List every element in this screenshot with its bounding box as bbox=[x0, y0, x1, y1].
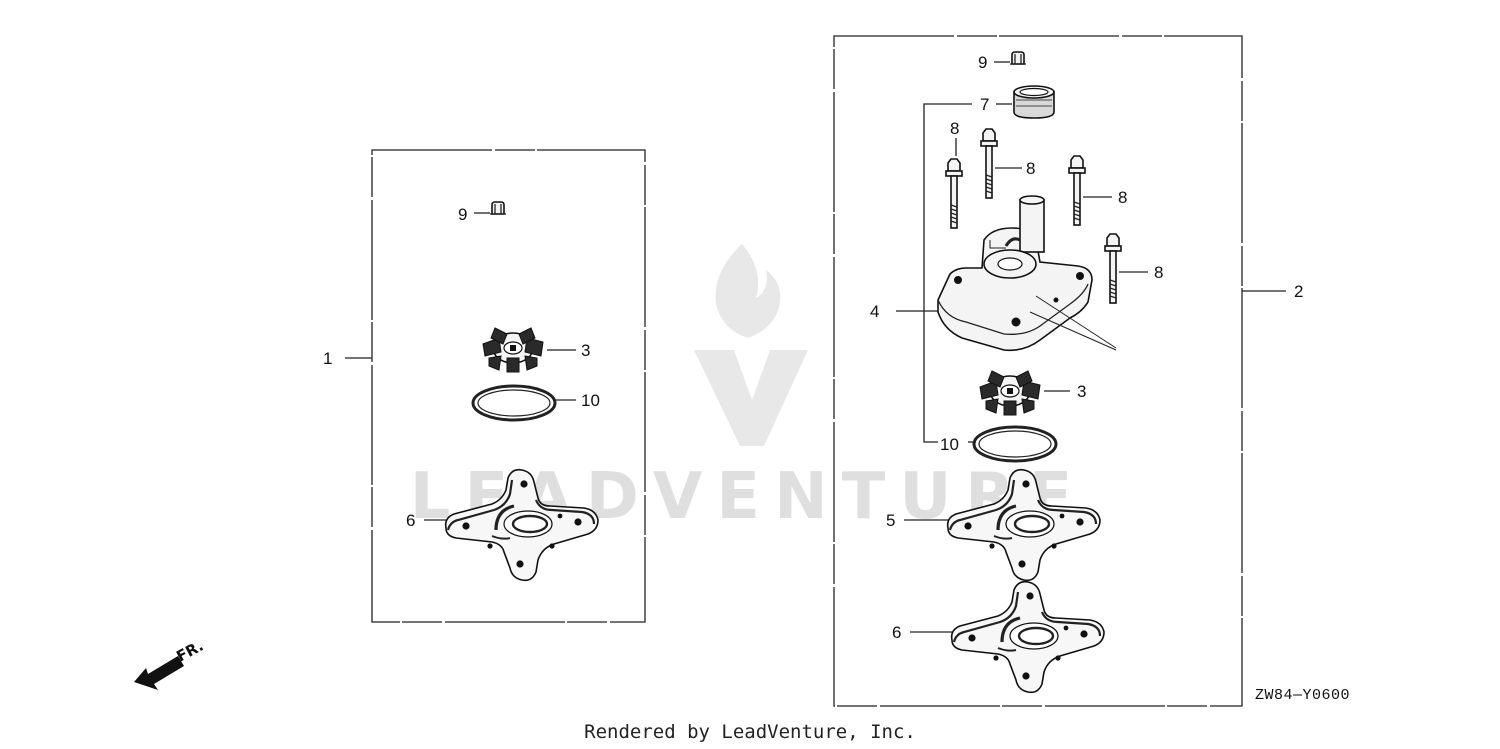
right-impeller-part[interactable] bbox=[979, 370, 1041, 416]
right-clip-callout: 9 bbox=[978, 53, 987, 72]
left-clip-part[interactable] bbox=[489, 201, 507, 215]
right-bolt-3-part[interactable] bbox=[1068, 155, 1086, 226]
right-kit-frame bbox=[833, 35, 1243, 707]
left-impeller-part[interactable] bbox=[482, 327, 544, 373]
diagram-code: ZW84—Y0600 bbox=[1255, 687, 1350, 704]
right-housing-part[interactable] bbox=[937, 195, 1093, 352]
right-clip-part[interactable] bbox=[1009, 51, 1027, 65]
right-housing-callout: 4 bbox=[870, 302, 879, 321]
right-bolt-4-part[interactable] bbox=[1104, 233, 1122, 304]
right-impeller-callout: 3 bbox=[1077, 382, 1086, 401]
right-kit: 2 9 7 8 8 8 bbox=[833, 35, 1303, 707]
right-grommet-part[interactable] bbox=[1013, 85, 1055, 119]
right-bolt-1-callout: 8 bbox=[950, 119, 959, 138]
left-o-ring-part[interactable] bbox=[471, 384, 557, 422]
direction-arrow-icon bbox=[134, 656, 184, 690]
front-direction-marker: FR. bbox=[134, 637, 206, 690]
right-o-ring-part[interactable] bbox=[972, 425, 1058, 463]
right-gasket-part[interactable] bbox=[950, 580, 1106, 694]
left-kit-frame bbox=[371, 149, 646, 623]
right-bolt-2-callout: 8 bbox=[1026, 159, 1035, 178]
left-kit-number: 1 bbox=[323, 349, 332, 368]
left-impeller-callout: 3 bbox=[581, 341, 590, 360]
right-plate-callout: 5 bbox=[886, 511, 895, 530]
right-grommet-callout: 7 bbox=[980, 95, 989, 114]
right-bolt-3-callout: 8 bbox=[1118, 188, 1127, 207]
right-gasket-callout: 6 bbox=[892, 623, 901, 642]
flame-logo-icon bbox=[715, 244, 781, 338]
v-logo-icon bbox=[694, 350, 808, 446]
right-kit-number: 2 bbox=[1294, 282, 1303, 301]
left-o-ring-callout: 10 bbox=[581, 391, 600, 410]
left-clip-callout: 9 bbox=[458, 205, 467, 224]
left-kit: 1 9 3 10 6 bbox=[323, 149, 646, 623]
right-bolt-1-part[interactable] bbox=[945, 158, 963, 229]
right-o-ring-callout: 10 bbox=[940, 435, 959, 454]
left-gasket-callout: 6 bbox=[406, 511, 415, 530]
render-credit: Rendered by LeadVenture, Inc. bbox=[584, 721, 916, 743]
right-bolt-4-callout: 8 bbox=[1154, 263, 1163, 282]
right-bolt-2-part[interactable] bbox=[980, 128, 998, 199]
